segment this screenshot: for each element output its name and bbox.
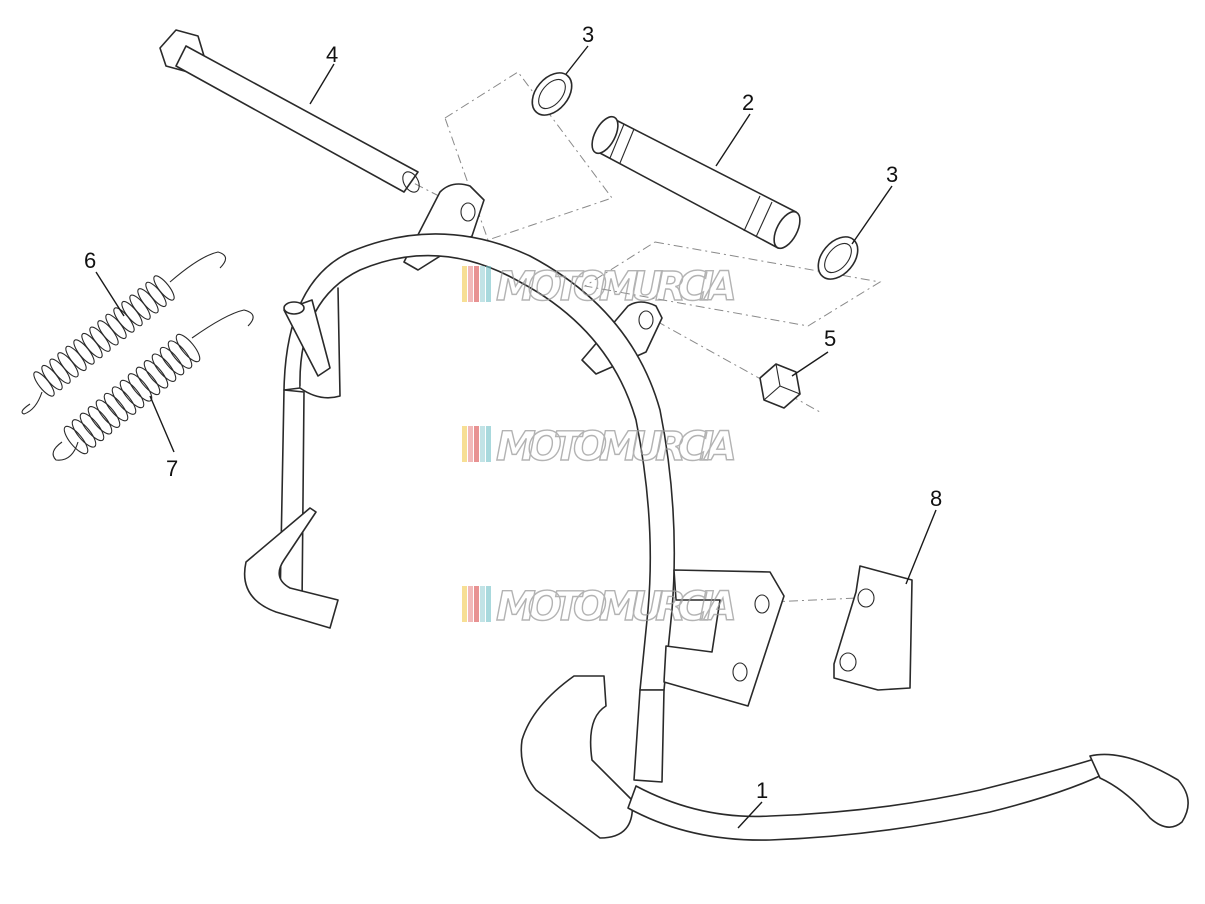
watermark-stripe <box>468 266 473 302</box>
spring-coil <box>175 333 201 363</box>
spring-coil <box>135 366 161 396</box>
watermark-stripe <box>486 586 491 622</box>
spring-coil <box>143 360 169 389</box>
callout-5: 5 <box>824 326 836 351</box>
watermark-text: MOTOMURCIA <box>496 424 738 470</box>
pin-part-2 <box>591 115 801 250</box>
leader-lines <box>95 45 937 829</box>
watermark-text: MOTOMURCIA <box>496 264 738 310</box>
spring-part-6 <box>21 251 227 415</box>
spring-coil <box>111 386 137 415</box>
watermark-text: MOTOMURCIA <box>496 584 738 630</box>
watermark-stripe <box>468 426 473 462</box>
watermark-stripe <box>486 426 491 462</box>
watermark-stripe <box>462 426 467 462</box>
bolt-part-4 <box>159 29 420 193</box>
callout-1: 1 <box>756 778 768 803</box>
watermark: MOTOMURCIA MOTOMURCIA MOTOMURCIA <box>462 263 738 631</box>
watermark-logo: MOTOMURCIA <box>462 263 738 311</box>
callout-3a: 3 <box>582 22 594 47</box>
watermark-logo: MOTOMURCIA <box>462 423 738 471</box>
callout-6: 6 <box>84 248 96 273</box>
nut-part-5 <box>759 363 801 409</box>
spring-coil <box>103 392 129 422</box>
spring-part-7 <box>52 309 254 461</box>
callout-labels: 4 3 2 3 5 6 7 8 1 <box>84 22 942 803</box>
spring-coil <box>79 412 105 442</box>
spring-coil <box>127 373 153 402</box>
spring-coil <box>151 353 177 382</box>
callout-8: 8 <box>930 486 942 511</box>
watermark-stripe <box>486 266 491 302</box>
watermark-stripe <box>474 426 479 462</box>
center-stand-part-1 <box>243 183 1189 841</box>
watermark-stripe <box>474 586 479 622</box>
watermark-stripe <box>462 266 467 302</box>
callout-4: 4 <box>326 42 338 67</box>
washer-part-3-lower <box>817 236 859 280</box>
watermark-stripe <box>480 266 485 302</box>
watermark-stripe <box>474 266 479 302</box>
callout-2: 2 <box>742 90 754 115</box>
callout-7: 7 <box>166 456 178 481</box>
block-part-8 <box>833 565 913 691</box>
callout-3b: 3 <box>886 162 898 187</box>
watermark-stripe <box>462 586 467 622</box>
spring-coil <box>87 406 113 435</box>
watermark-stripe <box>480 586 485 622</box>
spring-coil <box>71 419 97 448</box>
watermark-logo: MOTOMURCIA <box>462 583 738 631</box>
spring-coil <box>63 425 89 455</box>
spring-coil <box>153 275 175 301</box>
spring-coil <box>159 346 185 376</box>
spring-coil <box>167 340 193 369</box>
spring-coil <box>95 399 121 428</box>
washer-part-3-upper <box>531 72 573 116</box>
watermark-stripe <box>480 426 485 462</box>
watermark-stripe <box>468 586 473 622</box>
spring-coil <box>119 379 145 409</box>
